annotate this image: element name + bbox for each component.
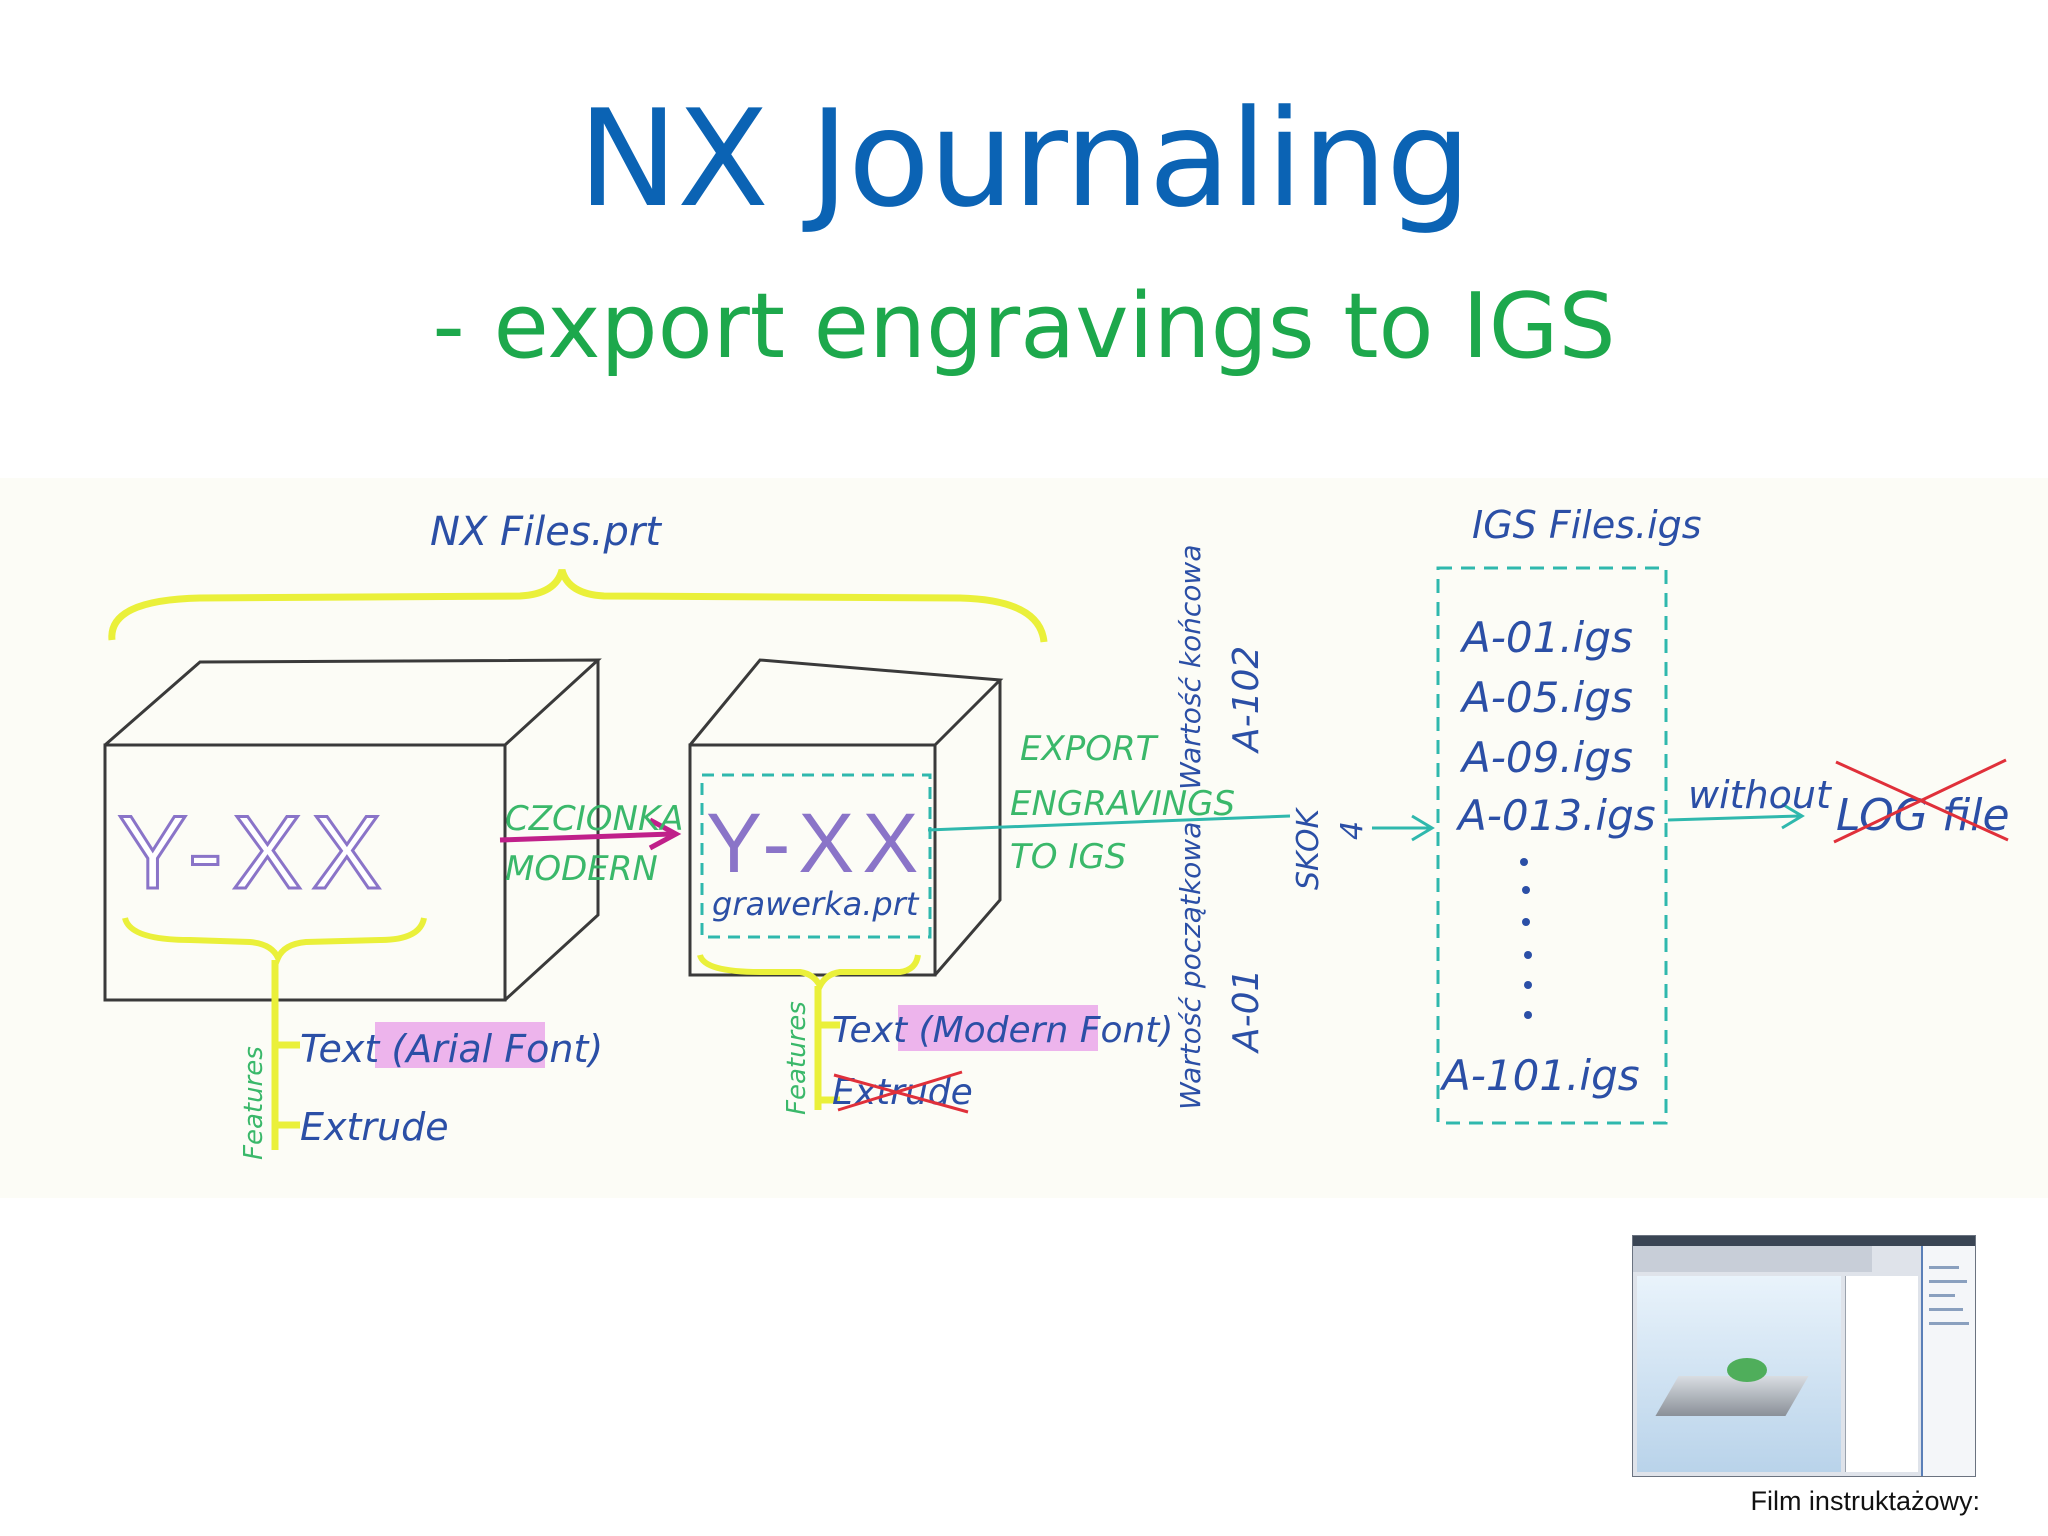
slide-title: NX Journaling — [577, 81, 1471, 237]
nx-files-brace — [108, 568, 1048, 643]
no-log-arrow — [1667, 814, 1801, 822]
step-label: SKOK — [1291, 806, 1326, 890]
box1-feature-tree — [271, 960, 300, 1150]
log-cross-b — [1833, 758, 2007, 844]
log-file-label: LOG file — [1836, 790, 2010, 841]
box2-features-label: Features — [782, 1001, 812, 1115]
end-value: A-102 — [1226, 646, 1267, 754]
export-flow-line — [927, 814, 1291, 832]
export-line3: TO IGS — [1010, 837, 1126, 877]
thumbnail-part-block — [1655, 1376, 1809, 1416]
igs-item-4: A-013.igs — [1455, 791, 1656, 840]
igs-item-last: A-101.igs — [1439, 1051, 1640, 1100]
nx-file-cube-1 — [103, 658, 602, 1002]
export-line2: ENGRAVINGS — [1010, 784, 1235, 824]
thumbnail-navigator-panel — [1845, 1276, 1918, 1472]
thumbnail-3d-view — [1637, 1276, 1841, 1472]
start-value-label: Wartość początkowa — [1174, 822, 1207, 1110]
igs-item-2: A-05.igs — [1459, 673, 1633, 722]
nx-files-label: NX Files.prt — [430, 509, 662, 555]
thumbnail-titlebar — [1633, 1236, 1975, 1246]
igs-files-label: IGS Files.igs — [1472, 503, 1702, 547]
igs-files-frame — [1436, 566, 1668, 1125]
box2-feature-tree — [814, 986, 840, 1110]
box2-file-name: grawerka.prt — [712, 885, 920, 923]
arrow1-line1: CZCIONKA — [505, 799, 684, 839]
to-igs-arrowhead — [1411, 814, 1435, 842]
slide-subtitle: - export engravings to IGS — [432, 274, 1616, 379]
box1-engraving-text: Y-XX — [118, 795, 391, 911]
box1-feature-text: Text (Arial Font) — [300, 1027, 603, 1071]
step-value: 4 — [1335, 821, 1370, 840]
box2-feature-text: Text (Modern Font) — [832, 1010, 1173, 1051]
box1-features-label: Features — [239, 1046, 269, 1160]
end-value-label: Wartość końcowa — [1174, 545, 1207, 791]
igs-ellipsis — [1520, 858, 1532, 1019]
extrude-cross-b — [837, 1070, 963, 1112]
thumbnail-part-boss — [1727, 1358, 1767, 1382]
box2-text-brace — [697, 953, 921, 993]
box1-font-highlight — [375, 1022, 545, 1068]
start-value: A-01 — [1226, 969, 1267, 1054]
box2-font-highlight — [898, 1005, 1098, 1051]
thumbnail-toolbar — [1633, 1246, 1873, 1272]
no-log-arrowhead — [1781, 802, 1805, 830]
without-label: without — [1688, 773, 1833, 817]
igs-item-1: A-01.igs — [1459, 613, 1633, 662]
box1-feature-extrude: Extrude — [300, 1105, 449, 1149]
font-change-arrow — [499, 831, 673, 843]
extrude-cross-a — [833, 1073, 969, 1114]
igs-item-3: A-09.igs — [1459, 733, 1633, 782]
box2-engraving-text: Y-XX — [706, 796, 926, 890]
thumbnail-side-window — [1921, 1246, 1975, 1476]
arrow1-line2: MODERN — [505, 849, 658, 889]
font-change-arrowhead — [648, 817, 682, 851]
box1-text-brace — [122, 916, 427, 966]
export-line1: EXPORT — [1020, 729, 1159, 769]
box2-engraving-frame — [700, 773, 932, 939]
tutorial-caption: Film instruktażowy: — [1750, 1486, 1980, 1516]
tutorial-video-thumbnail[interactable] — [1632, 1235, 1976, 1477]
